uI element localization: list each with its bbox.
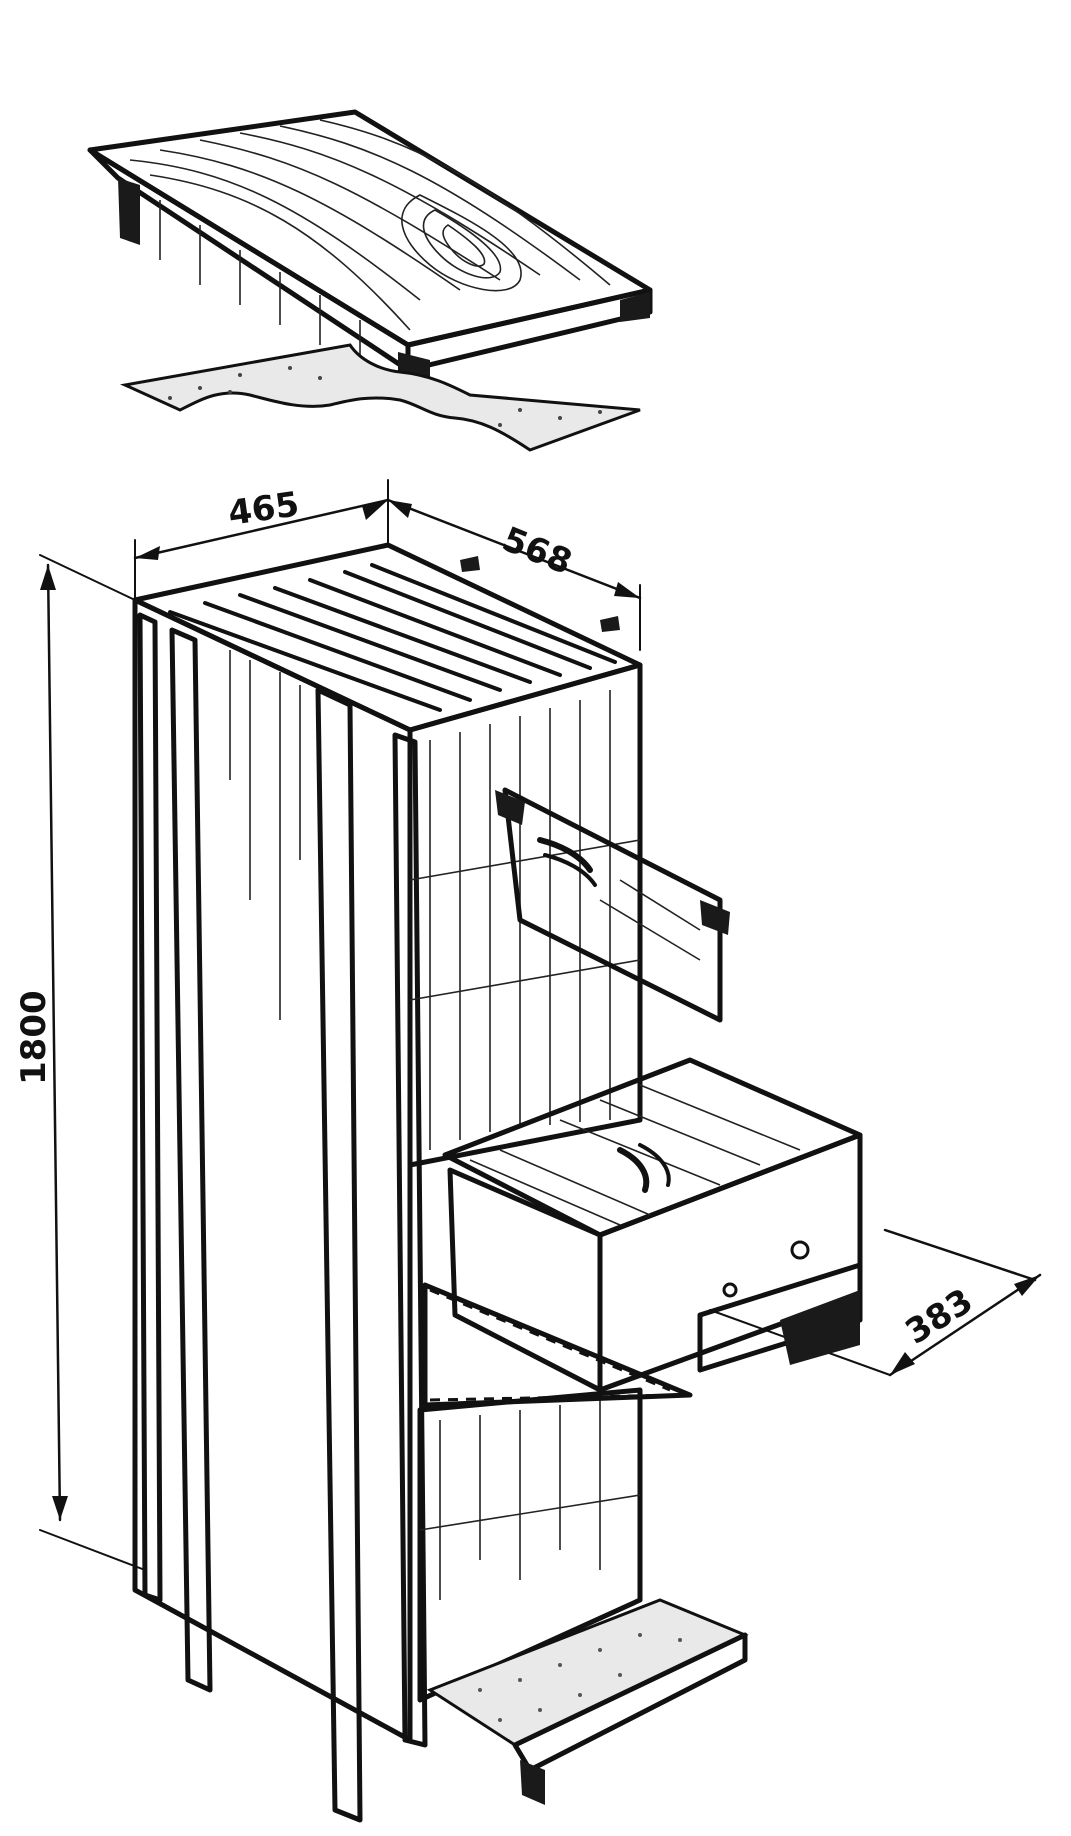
entrance-landing-board <box>426 1598 749 1805</box>
top-frames <box>168 556 620 712</box>
hanging-frame <box>495 787 730 1023</box>
roof-mat <box>119 343 641 452</box>
dimension-width-label: 465 <box>226 484 302 533</box>
dimension-depth-label: 568 <box>497 519 578 583</box>
roof <box>87 109 653 378</box>
dimension-height-label: 1800 <box>14 990 54 1085</box>
hive-body <box>132 542 643 1823</box>
dimension-lines <box>39 479 1042 1571</box>
support-bracket <box>422 1282 860 1408</box>
body-hatching <box>229 650 641 1600</box>
